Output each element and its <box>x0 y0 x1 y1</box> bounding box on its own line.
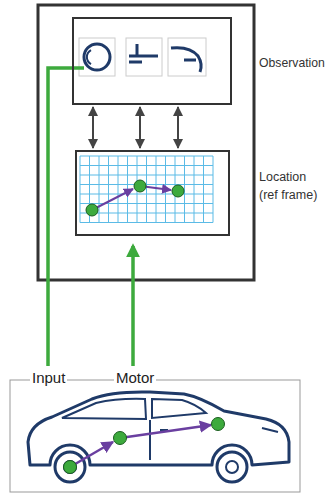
car-wheel <box>226 461 238 473</box>
sensor-dot <box>212 418 225 431</box>
box-heading: Observation <box>259 55 325 73</box>
handle-icon <box>129 44 158 62</box>
location-dot <box>134 180 146 192</box>
grid-line <box>80 203 213 204</box>
grid-line <box>80 175 213 176</box>
icon-frame <box>79 38 115 76</box>
grid-line <box>80 184 213 185</box>
connector-layer <box>93 107 178 148</box>
icon-frame <box>126 38 162 76</box>
box-heading: Location (ref frame) <box>259 168 321 204</box>
icon-frame <box>168 38 206 76</box>
signal-label: Motor <box>114 369 156 386</box>
movement-arrow <box>120 425 211 438</box>
car-wheel <box>64 461 76 473</box>
signal-label: Input <box>30 369 67 386</box>
column-box <box>38 5 254 280</box>
car-wheel <box>55 452 85 482</box>
grid-line <box>80 222 213 223</box>
bidirectional-arrow <box>177 107 179 148</box>
wheel-icon <box>84 44 110 70</box>
sensor-dot <box>114 432 127 445</box>
reference-grid <box>80 156 213 223</box>
wheel-icon <box>87 50 91 64</box>
location-dot <box>172 185 184 197</box>
car-window <box>62 399 206 419</box>
grid-line <box>80 213 213 214</box>
location-box: Location (ref frame) <box>75 150 230 236</box>
grid-line <box>80 165 213 166</box>
motor-wire <box>131 246 135 366</box>
car-wheel <box>217 452 247 482</box>
movement-arrow <box>70 442 113 467</box>
bidirectional-arrow <box>139 107 141 148</box>
bidirectional-arrow <box>92 107 94 148</box>
movement-arrow <box>92 189 133 210</box>
observation-box: Observation <box>72 17 232 105</box>
car-front-icon <box>171 48 201 72</box>
grid-line <box>80 156 213 157</box>
grid-line <box>80 194 213 195</box>
sensor-dot <box>64 461 77 474</box>
location-dot <box>86 204 98 216</box>
input-wire <box>48 68 84 366</box>
car-panel <box>10 380 300 492</box>
